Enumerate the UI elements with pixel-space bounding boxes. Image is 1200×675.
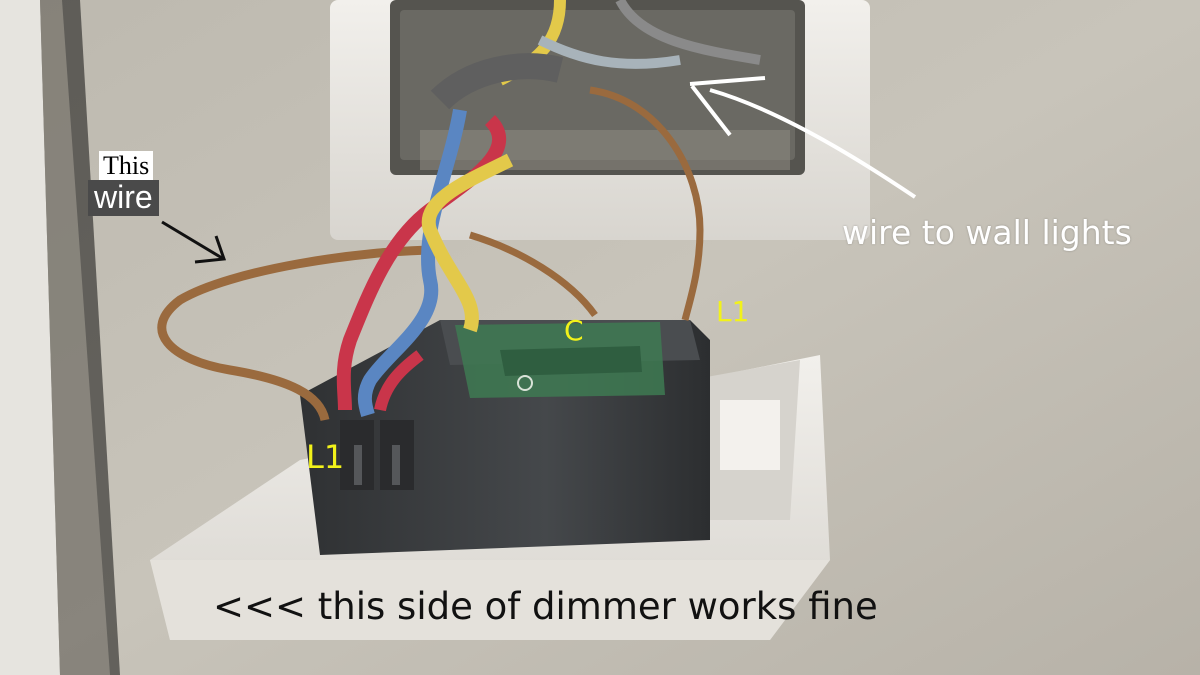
blue-wire <box>357 108 467 418</box>
brown-wire-loop <box>157 245 441 422</box>
caption-text: <<< this side of dimmer works fine <box>213 585 878 628</box>
hand-drawn-arrow-black <box>161 220 223 260</box>
this-wire-label-line2: wire <box>88 180 159 216</box>
terminal-c-label: C <box>564 314 584 347</box>
yellow-wire <box>421 153 514 333</box>
terminal-l1-left-label: L1 <box>306 438 345 476</box>
brown-wire-c <box>468 231 598 318</box>
wall-lights-label: wire to wall lights <box>842 213 1132 252</box>
terminal-l1-right-label: L1 <box>716 295 750 328</box>
door-frame-shadow <box>40 0 110 675</box>
brown-wire-wall-lights <box>589 86 704 321</box>
red-wire <box>336 115 507 411</box>
this-wire-label-line1: This <box>99 151 154 180</box>
hand-drawn-arrow-white <box>709 88 917 199</box>
